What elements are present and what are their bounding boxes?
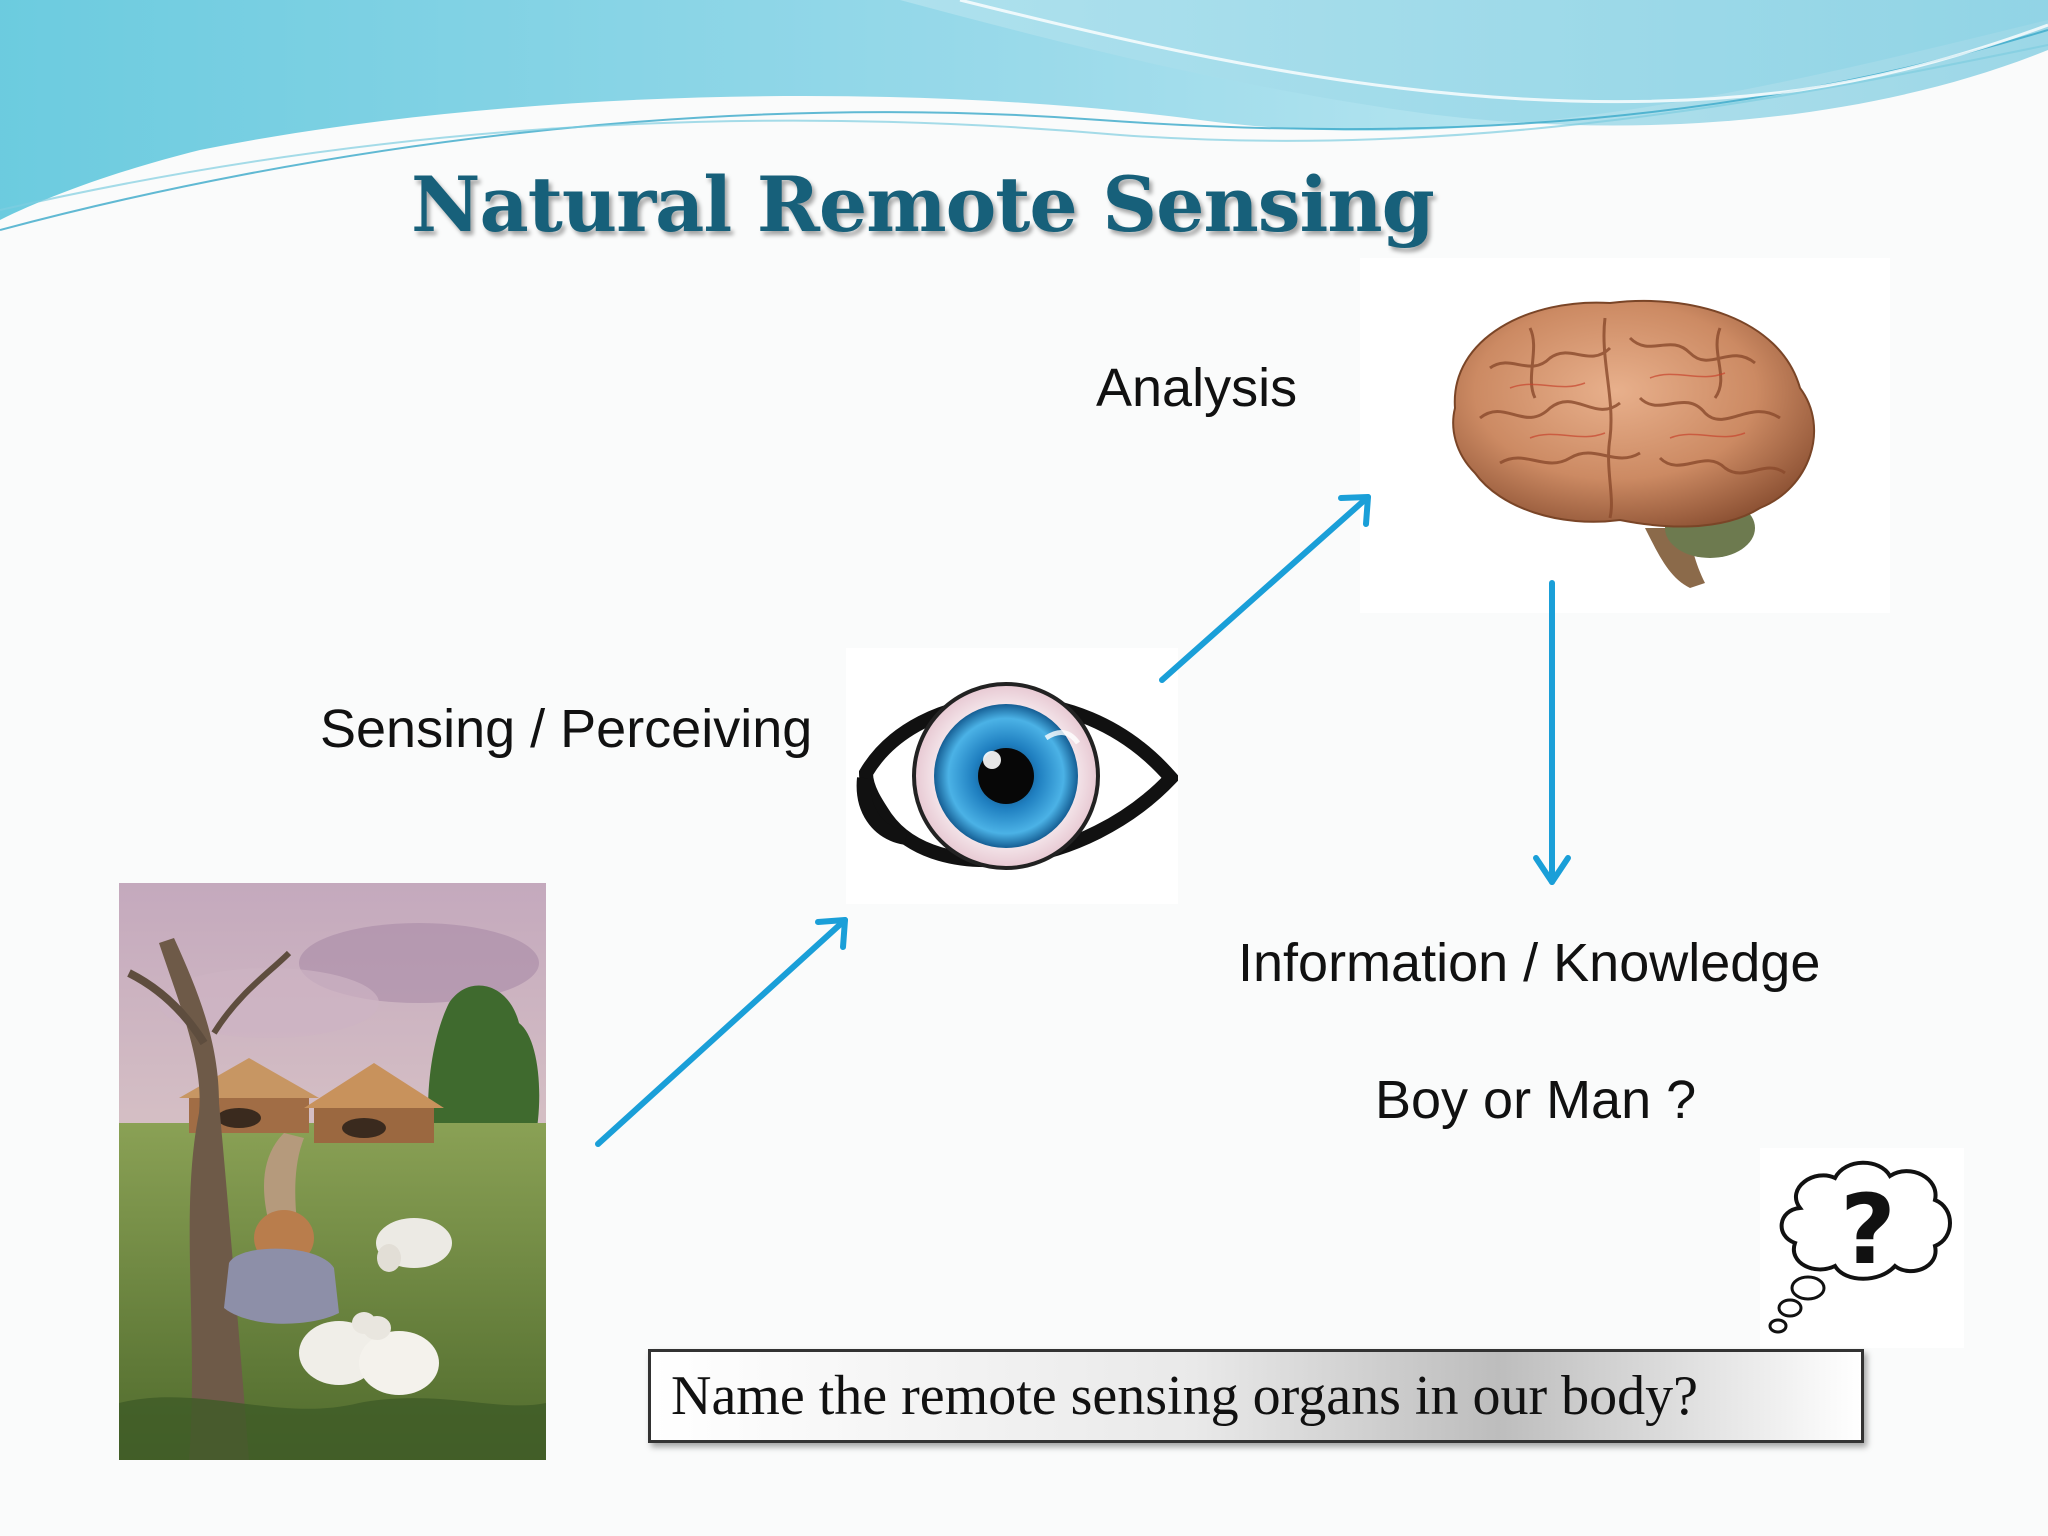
analysis-label: Analysis	[1096, 358, 1298, 418]
thought-bubble-image: ?	[1760, 1148, 1964, 1348]
sensing-label: Sensing / Perceiving	[320, 699, 813, 759]
arrow-eye-to-brain	[1159, 494, 1371, 683]
arrow-painting-to-eye	[595, 917, 848, 1147]
illusion-painting-image	[119, 883, 546, 1460]
eye-icon	[856, 682, 1181, 870]
svg-text:?: ?	[1840, 1174, 1896, 1286]
brain-image	[1360, 258, 1890, 613]
question-thought-bubble-icon: ?	[1768, 1160, 1952, 1334]
arrow-brain-to-information	[1533, 580, 1571, 885]
question-box: Name the remote sensing organs in our bo…	[648, 1349, 1864, 1443]
question-text: Name the remote sensing organs in our bo…	[671, 1365, 1698, 1427]
boy-or-man-label: Boy or Man ?	[1375, 1070, 1697, 1130]
slide-title: Natural Remote Sensing	[411, 160, 1435, 249]
information-label: Information / Knowledge	[1238, 933, 1821, 993]
painting-illustration	[119, 883, 546, 1460]
eye-image	[846, 648, 1181, 904]
brain-icon	[1452, 299, 1816, 588]
